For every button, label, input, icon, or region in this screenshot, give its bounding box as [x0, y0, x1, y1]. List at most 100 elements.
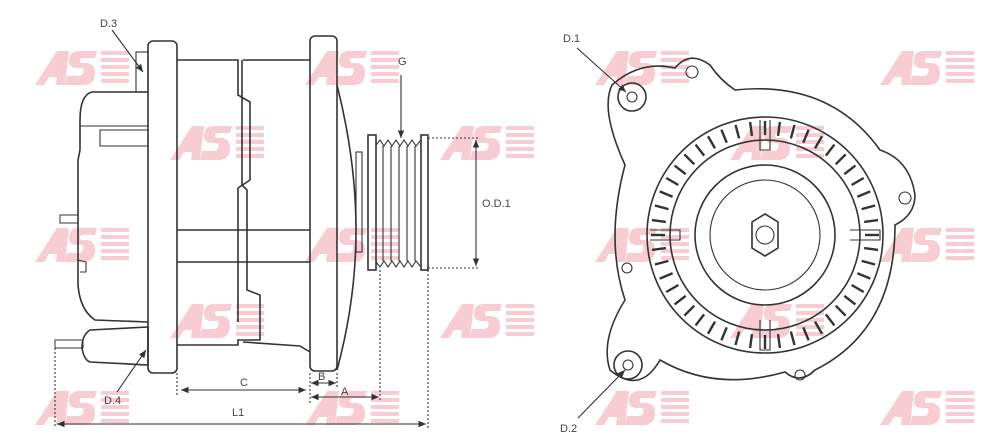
label-b: B: [318, 371, 325, 383]
vent-slot: [651, 218, 667, 224]
as-watermark-logo: [440, 304, 534, 338]
front-view: D.1 D.2: [560, 33, 916, 435]
vent-slot: [673, 164, 687, 176]
as-watermark-logo: [35, 228, 129, 262]
vent-slot: [856, 190, 871, 198]
vent-slot: [683, 304, 696, 317]
top-ear-hole: [685, 65, 699, 79]
vent-slot: [665, 283, 679, 294]
vent-slot: [720, 129, 728, 144]
fan-inner: [669, 139, 861, 331]
left-hole: [621, 262, 633, 274]
rear-cover: [77, 91, 149, 323]
spacer: [355, 151, 363, 253]
vent-slot: [654, 204, 669, 211]
pulley-rear-flange: [367, 134, 377, 271]
vent-slot: [861, 204, 876, 211]
nose-cone: [336, 84, 357, 371]
as-watermark-logo: [305, 51, 399, 85]
vent-slot: [748, 121, 754, 137]
pulley-front-flange: [420, 134, 429, 271]
vent-slot: [813, 135, 824, 149]
shaft-nut: [751, 213, 779, 257]
shaft: [755, 225, 775, 245]
as-watermark-logo: [35, 51, 129, 85]
label-d1: D.1: [563, 33, 580, 45]
vent-slot: [851, 283, 865, 294]
vent-slot: [734, 331, 741, 346]
side-ear-hole: [898, 191, 912, 205]
vent-slot: [863, 246, 879, 252]
vent-slot: [834, 153, 847, 166]
vent-slot: [834, 304, 847, 317]
label-d2: D.2: [560, 423, 577, 435]
as-watermark-logo: [730, 126, 824, 160]
vent-slot: [683, 153, 696, 166]
vent-slot: [748, 333, 754, 349]
vent-slot: [813, 321, 824, 335]
label-d4: D.4: [104, 395, 121, 407]
d1-hole-center: [626, 91, 638, 103]
vent-slot: [654, 259, 669, 266]
vent-slot: [734, 124, 741, 139]
bottom-ear-hole: [794, 369, 806, 381]
as-watermark-logo: [305, 228, 399, 262]
front-flange: [309, 35, 338, 372]
side-view: D.3 G O.D.1 C B A D.4 L1: [54, 18, 511, 428]
label-g: G: [398, 56, 407, 68]
vent-slot: [720, 326, 728, 341]
label-d3: D.3: [100, 18, 117, 30]
label-c: C: [240, 377, 248, 389]
as-watermark-logo: [595, 228, 689, 262]
vent-slot: [802, 326, 810, 341]
pulley-grooves: [375, 139, 422, 268]
vent-slot: [694, 143, 706, 157]
as-watermark-logo: [305, 391, 399, 425]
as-watermark-logo: [170, 304, 264, 338]
d3-mount: [135, 51, 149, 93]
as-watermark-logo: [880, 391, 974, 425]
d2-leader: [577, 369, 626, 419]
fan-ring: [646, 116, 884, 354]
label-od1: O.D.1: [482, 198, 511, 210]
rear-stud: [59, 214, 79, 224]
vent-slot: [802, 129, 810, 144]
vent-slot: [863, 218, 879, 224]
vent-slot: [706, 321, 717, 335]
d1-leader: [576, 47, 627, 93]
pulley-face: [709, 179, 821, 291]
label-a: A: [341, 386, 349, 398]
d1-mount-hole: [617, 82, 647, 112]
vent-slot: [861, 259, 876, 266]
vent-slot: [776, 333, 782, 349]
watermark-logos: [35, 51, 974, 425]
as-watermark-logo: [595, 391, 689, 425]
vent-slot: [776, 121, 782, 137]
body-upper: [177, 59, 310, 346]
cooling-vents: [651, 121, 879, 349]
d3-leader: [111, 29, 144, 73]
terminal-boot: [81, 326, 149, 366]
as-watermark-logo: [880, 228, 974, 262]
vent-slot: [824, 143, 836, 157]
vent-slot: [789, 124, 796, 139]
vent-slot: [659, 190, 674, 198]
vent-slot: [694, 313, 706, 327]
pulley-hub: [694, 164, 836, 306]
vent-slot: [651, 246, 667, 252]
d2-mount-hole: [613, 350, 643, 380]
vent-slot: [659, 272, 674, 280]
vent-slot: [665, 176, 679, 187]
d4-leader: [116, 349, 147, 393]
d2-hole-center: [622, 359, 634, 371]
housing-outline: [606, 57, 916, 382]
vent-slot: [856, 272, 871, 280]
vent-slot: [789, 331, 796, 346]
vent-slot: [843, 294, 857, 306]
rear-flange: [147, 40, 178, 374]
as-watermark-logo: [880, 51, 974, 85]
vent-slot: [843, 164, 857, 176]
fan-spokes: [650, 120, 881, 351]
